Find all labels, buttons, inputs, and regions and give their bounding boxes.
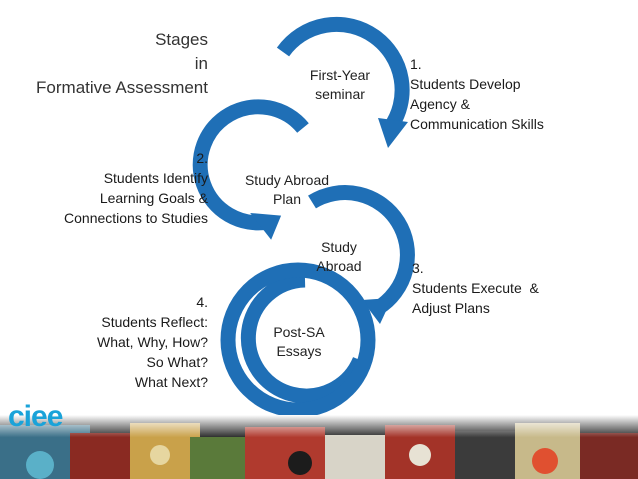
circle-2-line-2: Plan — [232, 190, 342, 209]
stage-3-number: 3. — [412, 258, 539, 278]
stage-2-line-2: Learning Goals & — [8, 188, 208, 208]
circle-3-line-1: Study — [306, 238, 372, 257]
stage-4-line-4: What Next? — [8, 372, 208, 392]
circle-label-study-abroad: Study Abroad — [306, 238, 372, 276]
stage-4-line-2: What, Why, How? — [8, 332, 208, 352]
circle-1-line-1: First-Year — [298, 66, 382, 85]
stage-4-number: 4. — [8, 292, 208, 312]
stage-1-line-2: Agency & — [410, 94, 544, 114]
circle-label-post-sa-essays: Post-SA Essays — [264, 323, 334, 361]
stage-2-number: 2. — [8, 148, 208, 168]
stage-3-text: 3. Students Execute & Adjust Plans — [412, 258, 539, 318]
stage-1-number: 1. — [410, 54, 544, 74]
stage-1-line-3: Communication Skills — [410, 114, 544, 134]
circle-1-line-2: seminar — [298, 85, 382, 104]
stage-4-line-3: So What? — [8, 352, 208, 372]
stage-2-text: 2. Students Identify Learning Goals & Co… — [8, 148, 208, 228]
graffiti-banner — [0, 415, 638, 479]
stage-4-line-1: Students Reflect: — [8, 312, 208, 332]
stage-3-line-2: Adjust Plans — [412, 298, 539, 318]
circle-label-first-year: First-Year seminar — [298, 66, 382, 104]
stage-3-line-1: Students Execute & — [412, 278, 539, 298]
circle-4-line-1: Post-SA — [264, 323, 334, 342]
circle-4-line-2: Essays — [264, 342, 334, 361]
circle-3-line-2: Abroad — [306, 257, 372, 276]
stage-2-line-1: Students Identify — [8, 168, 208, 188]
stage-1-text: 1. Students Develop Agency & Communicati… — [410, 54, 544, 134]
ciee-logo: ciee — [8, 400, 62, 434]
stage-4-text: 4. Students Reflect: What, Why, How? So … — [8, 292, 208, 392]
arrowhead-1 — [378, 118, 408, 148]
circle-label-study-abroad-plan: Study Abroad Plan — [232, 171, 342, 209]
stage-1-line-1: Students Develop — [410, 74, 544, 94]
circle-2-line-1: Study Abroad — [232, 171, 342, 190]
stage-2-line-3: Connections to Studies — [8, 208, 208, 228]
